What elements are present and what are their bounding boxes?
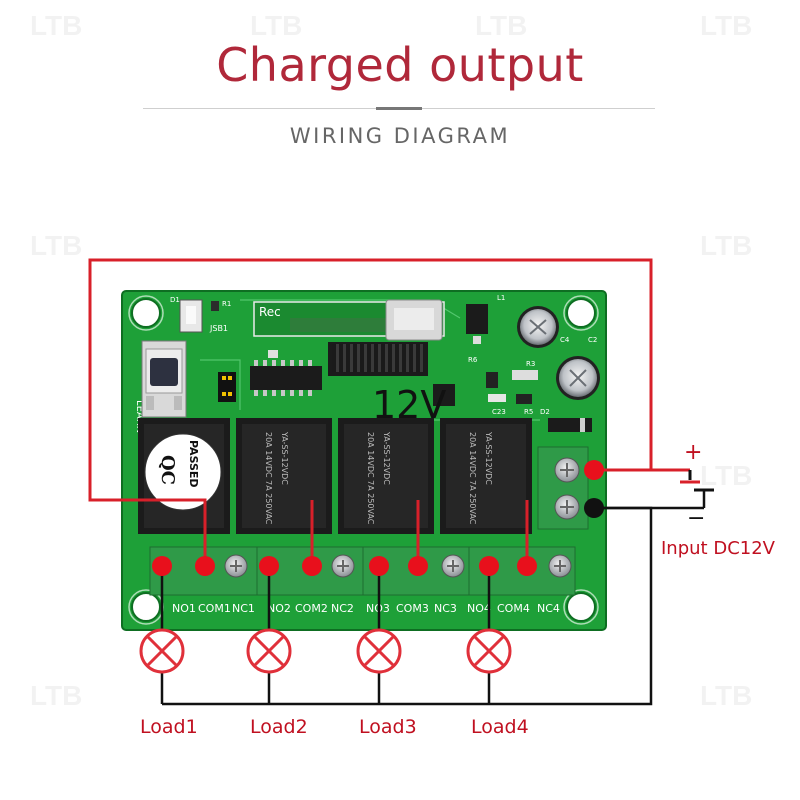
relay-3-rating: 20A 14VDC 7A 250VAC — [366, 432, 375, 525]
lamp-load4 — [466, 628, 512, 674]
terminal-label: COM2 — [295, 602, 328, 615]
watermark: LTB — [30, 680, 83, 711]
lamp-load3 — [356, 628, 402, 674]
red-connection-dots — [152, 460, 604, 576]
load-label: Load3 — [359, 716, 417, 738]
battery-symbol — [680, 470, 714, 492]
terminal-label: NO4 — [467, 602, 491, 615]
watermark: LTB — [700, 680, 753, 711]
r3-label: R3 — [526, 360, 535, 368]
d2-label: D2 — [540, 408, 550, 416]
relay-2-rating: 20A 14VDC 7A 250VAC — [264, 432, 273, 525]
c23-label: C23 — [492, 408, 506, 416]
relay-3 — [338, 418, 434, 534]
terminal-label: COM3 — [396, 602, 429, 615]
watermark: LTB — [700, 460, 753, 491]
minus-sign: − — [687, 506, 706, 531]
load-label: Load4 — [471, 716, 529, 738]
black-wires — [160, 490, 706, 706]
terminal-label: COM1 — [198, 602, 231, 615]
mounting-holes — [131, 298, 596, 622]
ic-chip — [250, 360, 322, 396]
watermark: LTB — [475, 10, 528, 41]
terminal-label: NC4 — [537, 602, 560, 615]
learn-label: LEARN — [134, 400, 145, 433]
l1-label: L1 — [497, 294, 505, 302]
diode — [548, 418, 592, 432]
terminal-label: NO2 — [267, 602, 291, 615]
page-title: Charged output — [216, 38, 584, 92]
black-connection-dot — [584, 498, 604, 518]
jumper-pins — [218, 372, 236, 402]
r5-label: R5 — [524, 408, 533, 416]
terminal-label: NC2 — [331, 602, 354, 615]
learn-button — [141, 340, 187, 418]
svg-text:QC: QC — [157, 455, 178, 485]
relay-3-model: YA-SS-12VDC — [382, 431, 391, 485]
jsb1-label: JSB1 — [209, 324, 228, 333]
d1-label: D1 — [170, 296, 180, 304]
plus-sign: + — [684, 440, 703, 465]
r6-label: R6 — [468, 356, 478, 364]
relay-4-rating: 20A 14VDC 7A 250VAC — [468, 432, 477, 525]
page-subtitle: WIRING DIAGRAM — [289, 124, 511, 148]
svg-text:PASSED: PASSED — [187, 440, 200, 488]
load-label: Load2 — [250, 716, 308, 738]
watermark: LTB — [700, 10, 753, 41]
lamp-load1 — [139, 628, 185, 674]
capacitor-top — [517, 306, 559, 348]
terminal-label: COM4 — [497, 602, 530, 615]
qc-passed-sticker: QC PASSED — [144, 433, 222, 511]
watermark: LTB — [250, 10, 303, 41]
title-divider-accent — [376, 107, 422, 110]
terminal-label: NO1 — [172, 602, 196, 615]
watermark: LTB — [30, 10, 83, 41]
terminal-label: NC1 — [232, 602, 255, 615]
terminal-label: NC3 — [434, 602, 457, 615]
relay-4 — [440, 418, 532, 534]
c4-label: C4 — [560, 336, 570, 344]
lamp-load2 — [246, 628, 292, 674]
red-wires — [88, 258, 690, 566]
rec-label: Rec — [259, 305, 281, 319]
relay-2-model: YA-SS-12VDC — [280, 431, 289, 485]
relay-4-model: YA-SS-12VDC — [484, 431, 493, 485]
rf-receiver-module: Rec — [253, 299, 445, 376]
watermark: LTB — [700, 230, 753, 261]
power-terminal-block — [537, 446, 589, 530]
r1-label: R1 — [222, 300, 231, 308]
load-label: Load1 — [140, 716, 198, 738]
c2-label: C2 — [588, 336, 597, 344]
input-dc12v-label: Input DC12V — [661, 538, 775, 559]
watermark: LTB — [30, 230, 83, 261]
capacitor-bottom — [556, 356, 600, 400]
